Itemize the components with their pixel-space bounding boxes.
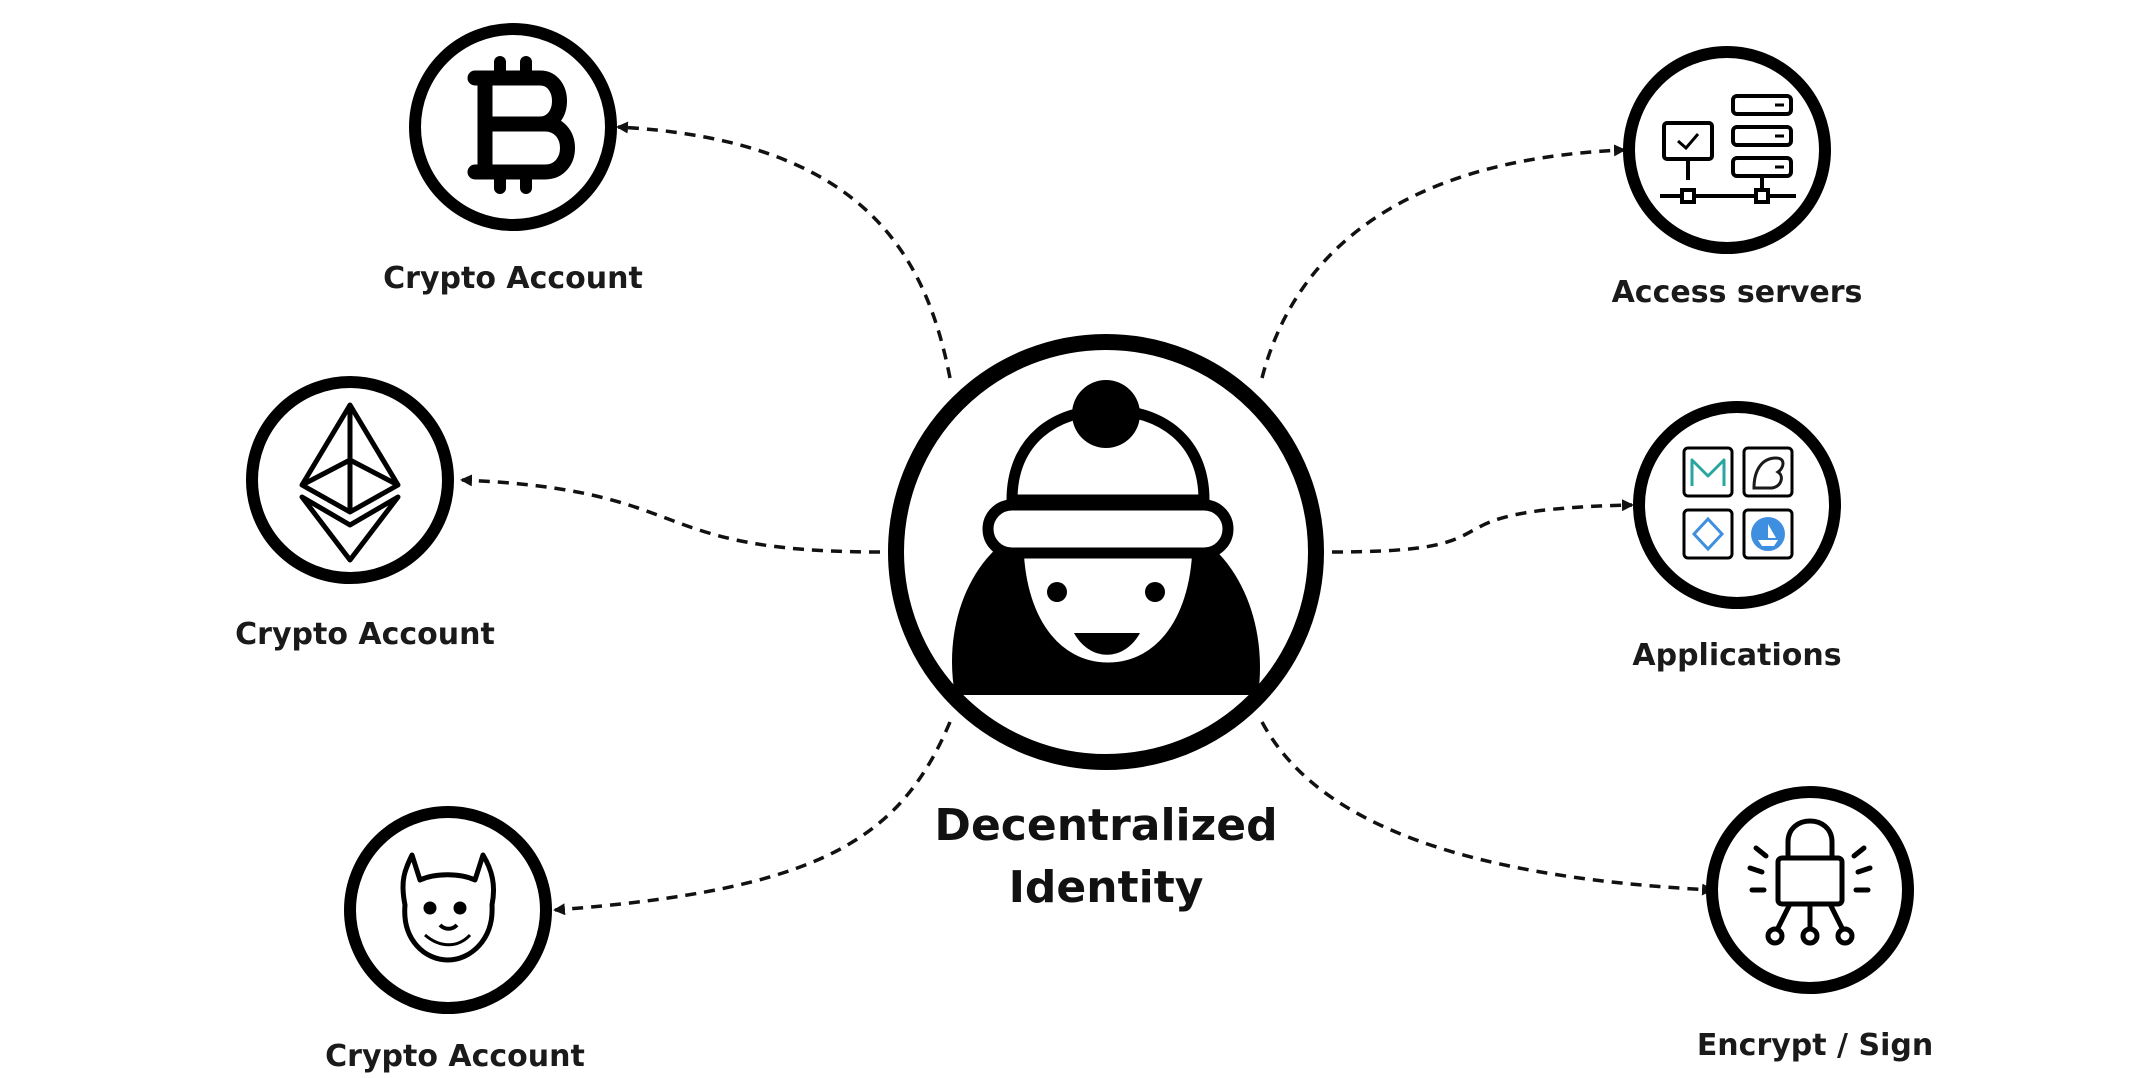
node-applications — [1633, 401, 1841, 609]
lock-circuit-icon — [1747, 818, 1873, 946]
bitcoin-icon — [467, 56, 575, 194]
app-tile-chain — [1682, 508, 1734, 560]
connector-bitcoin — [616, 121, 952, 379]
connectors — [460, 121, 1714, 916]
connector-servers — [1260, 144, 1626, 379]
dogecoin-icon — [400, 852, 497, 963]
node-ethereum — [246, 376, 454, 584]
connector-dogecoin — [553, 721, 952, 916]
node-ring — [1623, 46, 1831, 254]
app-tile-metamask — [1682, 446, 1734, 498]
node-dogecoin — [344, 806, 552, 1014]
connector-encrypt — [1260, 721, 1714, 896]
connector-ethereum — [460, 474, 881, 554]
connector-applications — [1331, 499, 1634, 554]
center-label-line1: Decentralized — [934, 800, 1277, 851]
servers-icon — [1660, 94, 1796, 204]
node-label-bitcoin: Crypto Account — [383, 261, 643, 296]
node-label-applications: Applications — [1632, 638, 1841, 673]
center-node — [888, 334, 1324, 770]
center-label-line2: Identity — [1009, 862, 1204, 913]
person-avatar-icon — [952, 380, 1260, 695]
node-servers — [1623, 46, 1831, 254]
node-label-dogecoin: Crypto Account — [325, 1039, 585, 1074]
node-label-encrypt: Encrypt / Sign — [1697, 1028, 1933, 1063]
apps-grid-icon — [1682, 446, 1794, 560]
node-bitcoin — [409, 23, 617, 231]
node-ring — [344, 806, 552, 1014]
node-label-ethereum: Crypto Account — [235, 617, 495, 652]
ethereum-icon — [299, 402, 401, 563]
node-ring — [1633, 401, 1841, 609]
node-encrypt — [1706, 786, 1914, 994]
node-ring — [1706, 786, 1914, 994]
node-label-servers: Access servers — [1612, 275, 1863, 310]
